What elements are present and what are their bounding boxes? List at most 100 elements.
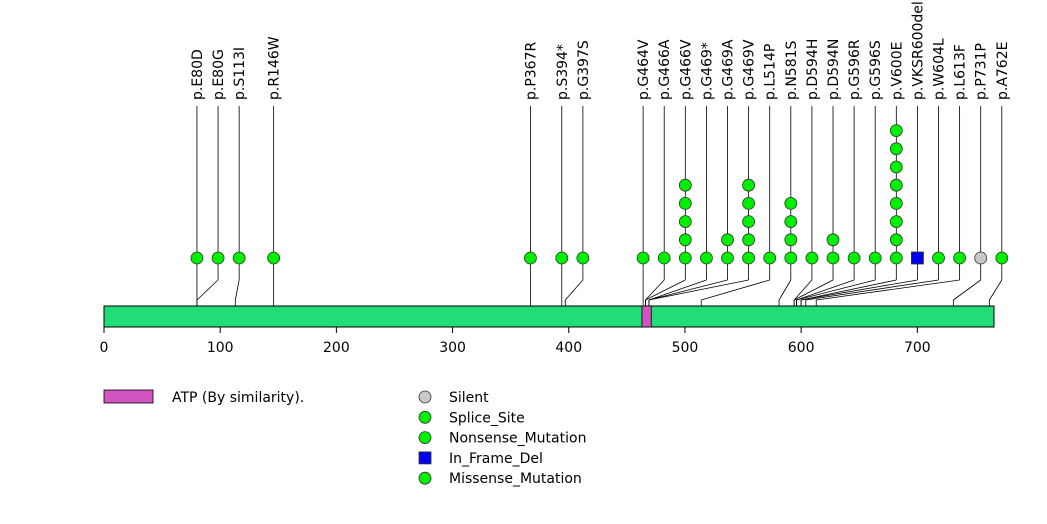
mutation-14-marker-3 <box>784 196 798 210</box>
type-legend-label-1: Splice_Site <box>449 410 525 426</box>
type-legend-label-3: In_Frame_Del <box>449 451 543 467</box>
mutation-12-label: p.G469V <box>742 39 758 100</box>
protein-backbone <box>103 305 995 328</box>
mutation-18-connector-diag <box>796 279 876 301</box>
mutation-3-marker-0 <box>267 251 281 265</box>
domain-legend-swatch-0 <box>103 389 154 404</box>
mutation-24-label: p.A762E <box>995 42 1011 100</box>
mutation-0-marker-0 <box>190 251 204 265</box>
mutation-22-connector-diag <box>816 279 960 301</box>
mutation-11-marker-1 <box>721 233 734 247</box>
mutation-12-marker-0 <box>742 251 756 265</box>
x-tick-label-4: 400 <box>555 340 582 356</box>
mutation-14-marker-0 <box>784 251 798 265</box>
mutation-6-label: p.G397S <box>576 40 592 100</box>
mutation-21-label: p.W604L <box>932 38 948 100</box>
mutation-19-marker-6 <box>889 142 903 156</box>
mutation-19-label: p.V600E <box>889 42 905 100</box>
mutation-2-marker-0 <box>232 251 246 265</box>
mutation-19-marker-3 <box>889 196 903 210</box>
mutation-9-marker-3 <box>678 196 692 210</box>
mutation-24-marker-0 <box>995 251 1009 265</box>
mutation-23-label: p.P731P <box>974 43 990 100</box>
mutation-1-connector-diag <box>196 279 219 301</box>
mutation-13-label: p.L514P <box>763 44 779 100</box>
x-tick-label-3: 300 <box>439 340 466 356</box>
mutation-12-connector-diag <box>648 279 749 301</box>
mutation-13-connector-diag <box>701 279 770 301</box>
mutation-10-connector-diag <box>648 279 707 301</box>
x-tick-label-5: 500 <box>672 340 699 356</box>
mutation-9-label: p.G466V <box>678 39 694 100</box>
x-tick-label-7: 700 <box>904 340 931 356</box>
mutation-22-marker-0 <box>953 251 967 265</box>
mutation-18-label: p.G596S <box>868 40 884 100</box>
mutation-23-connector-diag <box>953 279 981 301</box>
mutation-11-connector-diag <box>648 279 728 301</box>
mutation-7-marker-0 <box>636 251 650 265</box>
x-tick-label-6: 600 <box>788 340 815 356</box>
type-legend-marker-4 <box>418 471 432 485</box>
mutation-19-marker-0 <box>889 251 903 265</box>
mutation-14-marker-1 <box>784 233 798 247</box>
mutation-19-marker-2 <box>889 215 903 229</box>
mutation-20-label: p.VKSR600del <box>910 1 926 100</box>
mutation-5-label: p.S394* <box>555 44 571 100</box>
mutation-16-connector-diag <box>793 279 834 301</box>
mutation-9-marker-2 <box>678 215 692 229</box>
mutation-11-label: p.G469A <box>721 39 737 100</box>
mutation-11-marker-0 <box>721 251 734 265</box>
mutation-17-connector-diag <box>796 279 855 301</box>
mutation-21-marker-0 <box>932 251 945 265</box>
mutation-6-connector-diag <box>564 279 584 301</box>
domain-legend-label-0: ATP (By similarity). <box>172 390 304 406</box>
type-legend-marker-2 <box>418 431 432 445</box>
mutation-8-connector-diag <box>645 279 665 301</box>
mutation-24-connector-diag <box>989 279 1003 301</box>
mutation-2-connector-diag <box>234 279 240 301</box>
mutation-17-marker-0 <box>847 251 861 265</box>
mutation-4-label: p.P367R <box>523 41 539 100</box>
mutation-9-marker-1 <box>678 233 692 247</box>
mutation-8-label: p.G466A <box>657 39 673 100</box>
mutation-18-marker-0 <box>868 251 882 265</box>
mutation-16-label: p.D594N <box>826 39 842 100</box>
mutation-10-marker-0 <box>700 251 713 265</box>
x-tick-label-1: 100 <box>207 340 234 356</box>
mutation-12-marker-4 <box>742 178 756 192</box>
type-legend-marker-0 <box>418 390 432 404</box>
mutation-4-marker-0 <box>524 251 537 265</box>
type-legend-label-2: Nonsense_Mutation <box>449 431 586 447</box>
mutation-19-marker-7 <box>889 124 903 138</box>
domain-0 <box>641 305 652 328</box>
mutation-12-marker-3 <box>742 196 756 210</box>
mutation-0-label: p.E80D <box>190 49 206 100</box>
type-legend-marker-3 <box>418 451 432 465</box>
mutation-19-marker-5 <box>889 160 903 174</box>
mutation-9-marker-4 <box>678 178 692 192</box>
mutation-15-marker-0 <box>805 251 819 265</box>
type-legend-label-0: Silent <box>449 390 489 406</box>
mutation-1-marker-0 <box>211 251 225 265</box>
mutation-21-connector-diag <box>805 279 939 301</box>
mutation-2-label: p.S113I <box>232 47 248 100</box>
mutation-8-marker-0 <box>657 251 671 265</box>
mutation-19-marker-1 <box>889 233 903 247</box>
type-legend-marker-1 <box>418 410 432 424</box>
mutation-9-connector-diag <box>645 279 686 301</box>
mutation-15-label: p.D594H <box>805 39 821 100</box>
mutation-6-marker-0 <box>576 251 590 265</box>
mutation-14-marker-2 <box>784 215 798 229</box>
x-tick-label-2: 200 <box>323 340 350 356</box>
mutation-23-marker-0 <box>974 251 988 265</box>
x-tick-label-0: 0 <box>100 340 109 356</box>
mutation-12-marker-1 <box>742 233 756 247</box>
mutation-20-marker-0 <box>911 251 924 265</box>
mutation-20-connector-diag <box>801 279 918 301</box>
mutation-9-marker-0 <box>678 251 692 265</box>
mutation-16-marker-0 <box>826 251 840 265</box>
mutation-16-marker-1 <box>826 233 840 247</box>
mutation-13-marker-0 <box>763 251 777 265</box>
mutation-17-label: p.G596R <box>847 39 863 100</box>
mutation-14-label: p.N581S <box>784 40 800 100</box>
